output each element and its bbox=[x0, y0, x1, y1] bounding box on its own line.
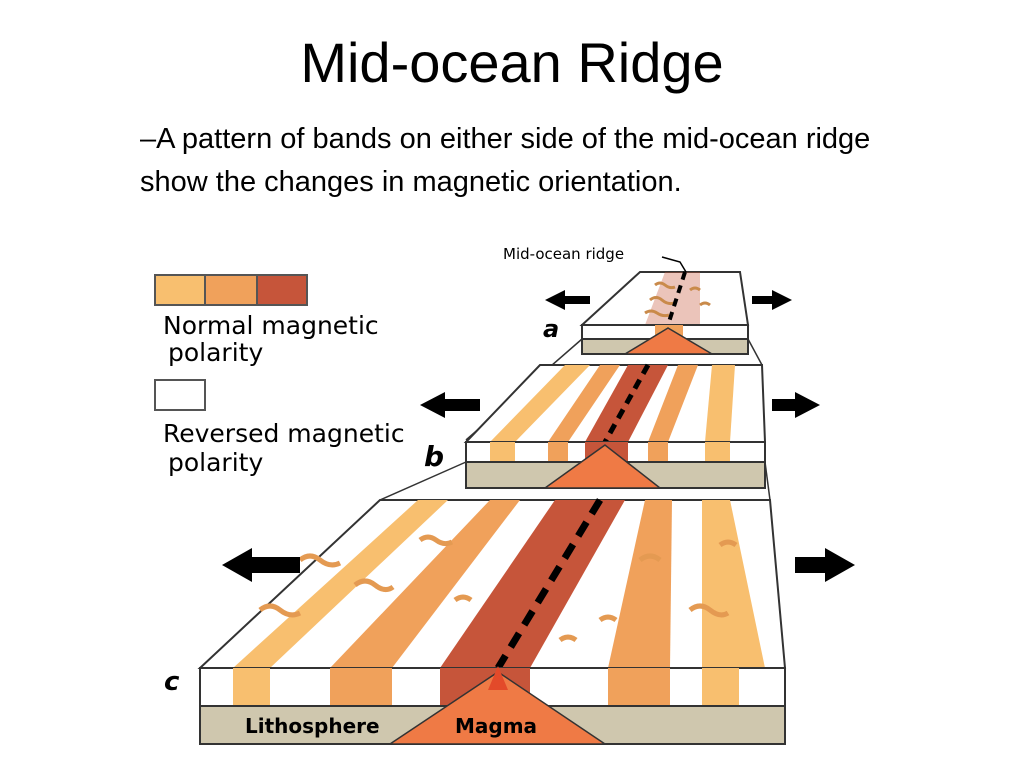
connector-b-c-right bbox=[764, 461, 771, 501]
stage-b-magma bbox=[542, 444, 663, 489]
stage-c-band-right1 bbox=[608, 500, 672, 668]
stage-b-front-band4 bbox=[648, 442, 668, 462]
legend-normal-label-line2: polarity bbox=[168, 338, 263, 367]
legend-reversed-swatch bbox=[154, 379, 206, 411]
stage-c-magma-vent bbox=[488, 666, 508, 690]
stage-c-front-band5 bbox=[702, 668, 739, 706]
stage-c-magma bbox=[387, 671, 608, 745]
legend-normal-swatch-mid bbox=[204, 274, 258, 306]
stage-c-band-left1 bbox=[233, 500, 448, 668]
stage-a-band-texture bbox=[644, 281, 711, 318]
stage-a-label: a bbox=[543, 315, 559, 343]
stage-b-ridge-axis bbox=[602, 363, 651, 444]
legend-reversed-label-line2: polarity bbox=[168, 448, 263, 477]
ridge-label: Mid-ocean ridge bbox=[503, 245, 624, 263]
stage-c-block: Lithosphere Magma c bbox=[164, 498, 855, 745]
stage-c-band-left2 bbox=[330, 500, 520, 668]
stage-a-ridge-axis bbox=[666, 271, 687, 326]
lithosphere-label: Lithosphere bbox=[245, 714, 380, 738]
stage-c-front-band4 bbox=[608, 668, 670, 706]
stage-b-band-center bbox=[585, 365, 668, 442]
stage-b-arrow-right bbox=[772, 392, 820, 418]
stage-b-band-left1 bbox=[490, 365, 590, 442]
stage-a-arrow-left bbox=[545, 290, 590, 310]
stage-a-arrow-right bbox=[752, 290, 792, 310]
magma-label: Magma bbox=[455, 714, 537, 738]
stage-c-band-center bbox=[440, 500, 625, 668]
stage-c-front-band1 bbox=[233, 668, 270, 706]
stage-c-arrow-right bbox=[795, 548, 855, 582]
stage-c-front-band2 bbox=[330, 668, 392, 706]
stage-b-block: b bbox=[420, 363, 820, 489]
slide-bullet-text: –A pattern of bands on either side of th… bbox=[140, 123, 871, 198]
slide-title: Mid-ocean Ridge bbox=[300, 31, 724, 94]
stage-c-arrow-left bbox=[222, 548, 300, 582]
stage-b-front-band1 bbox=[490, 442, 515, 462]
stage-b-front-band5 bbox=[705, 442, 730, 462]
stage-b-arrow-left bbox=[420, 392, 480, 418]
stage-b-front-band2 bbox=[548, 442, 568, 462]
stage-a-block: a bbox=[543, 271, 792, 355]
stage-b-band-right2 bbox=[705, 365, 735, 442]
connector-a-b-right bbox=[747, 338, 763, 366]
legend-normal-label-line1: Normal magnetic bbox=[163, 311, 379, 340]
stage-a-ridge-band bbox=[645, 272, 700, 325]
stage-c-band-texture bbox=[258, 534, 738, 643]
stage-c-label: c bbox=[164, 667, 180, 697]
connector-b-c-left bbox=[379, 461, 467, 501]
stage-c-band-right2 bbox=[702, 500, 765, 668]
legend-reversed-label-line1: Reversed magnetic bbox=[163, 419, 405, 448]
legend-normal-swatch-light bbox=[154, 274, 206, 306]
stage-c-ridge-axis bbox=[495, 498, 603, 670]
stage-b-band-left2 bbox=[548, 365, 620, 442]
legend: Normal magnetic polarity Reversed magnet… bbox=[154, 274, 405, 477]
stage-a-magma bbox=[622, 327, 715, 355]
ridge-leader-line bbox=[661, 256, 687, 273]
stage-b-band-right1 bbox=[648, 365, 698, 442]
legend-normal-swatch-dark bbox=[256, 274, 308, 306]
stage-b-label: b bbox=[424, 440, 444, 473]
